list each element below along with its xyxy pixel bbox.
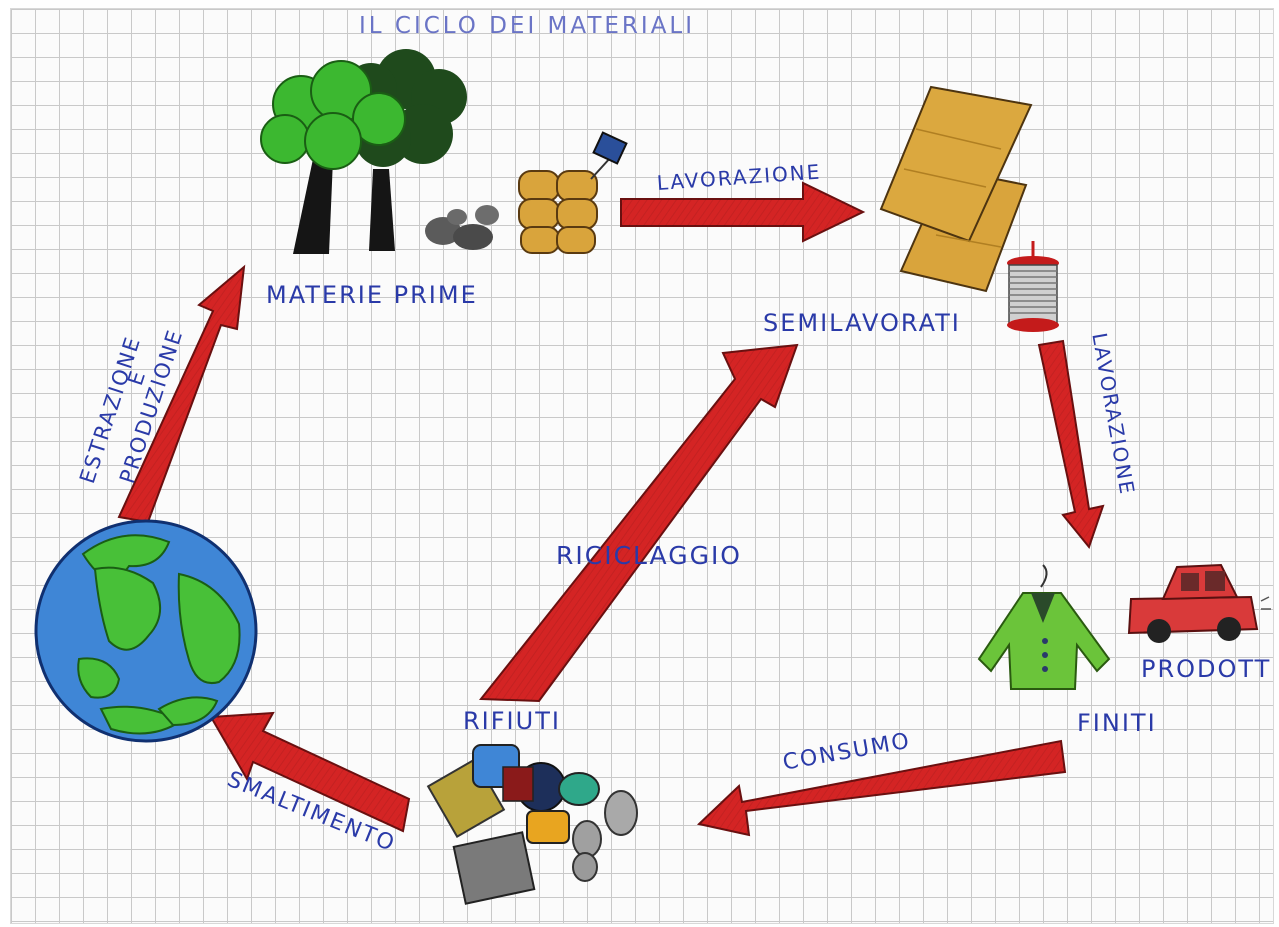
diagram-drawing bbox=[34, 49, 1271, 905]
label-riciclaggio: RICICLAGGIO bbox=[556, 541, 742, 570]
waste-pile-icon bbox=[426, 744, 638, 905]
earth-globe-icon bbox=[34, 519, 258, 743]
jacket-icon bbox=[977, 564, 1111, 690]
arrow-lavorazione-top bbox=[620, 181, 866, 243]
arrow-estrazione bbox=[117, 264, 246, 524]
label-semilavorati: SEMILAVORATI bbox=[763, 309, 961, 337]
bale-icon bbox=[518, 131, 628, 254]
arrow-smaltimento bbox=[209, 711, 411, 833]
trees-icon bbox=[260, 49, 467, 254]
thread-spool-icon bbox=[1007, 241, 1059, 332]
wood-planks-icon bbox=[879, 85, 1033, 293]
label-materie-prime: MATERIE PRIME bbox=[266, 281, 478, 309]
label-rifiuti: RIFIUTI bbox=[463, 707, 561, 735]
graph-paper-sheet: IL CICLO DEI MATERIALI MATERIE PRIME LAV… bbox=[10, 8, 1274, 924]
label-prodotti: PRODOTTI bbox=[1141, 655, 1274, 683]
arrow-riciclaggio bbox=[478, 343, 799, 703]
rocks-icon bbox=[425, 205, 499, 250]
car-icon bbox=[1127, 563, 1271, 643]
label-finiti: FINITI bbox=[1077, 709, 1157, 737]
diagram-title: IL CICLO DEI MATERIALI bbox=[359, 13, 696, 39]
arrow-consumo bbox=[696, 739, 1067, 837]
arrow-lavorazione-right bbox=[1037, 339, 1105, 550]
